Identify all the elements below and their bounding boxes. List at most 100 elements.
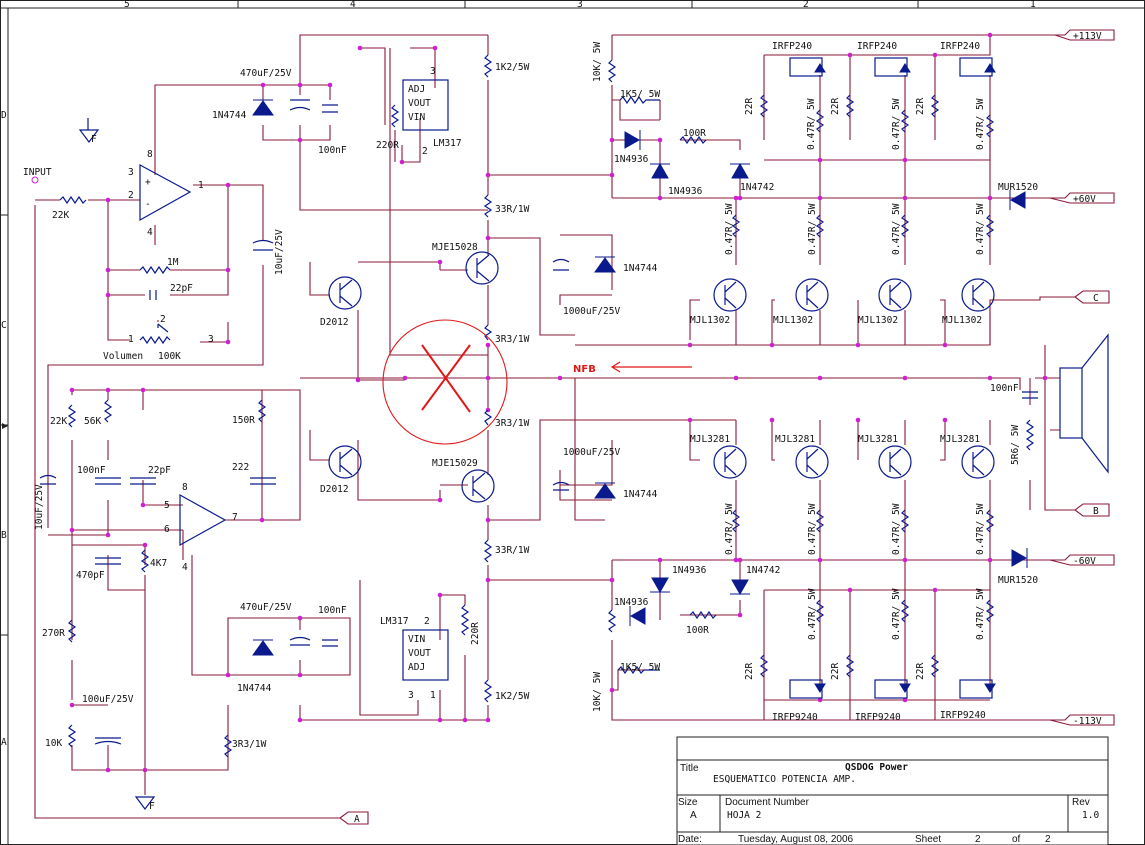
resistors-047-top bbox=[815, 109, 995, 138]
label-op1-pin4: 4 bbox=[147, 227, 153, 238]
label-r10k5-bot: 10K/ 5W bbox=[592, 672, 603, 712]
label-r22k-l: 22K bbox=[50, 416, 67, 427]
resistors-047-mid-top bbox=[731, 214, 995, 238]
label-op2-pin5: 5 bbox=[164, 500, 170, 511]
label-c470u-top: 470uF/25V bbox=[240, 68, 292, 79]
label-irfp240-3: IRFP240 bbox=[940, 41, 980, 52]
zener-1n4742-bot bbox=[730, 579, 750, 596]
size-label: Size bbox=[678, 797, 698, 808]
date-label: Date: bbox=[678, 834, 702, 845]
nfb-label: NFB bbox=[573, 364, 596, 375]
label-mur1520-top: MUR1520 bbox=[998, 182, 1038, 193]
zone-col-2: 2 bbox=[803, 0, 809, 10]
resistor-1k5-top bbox=[619, 95, 660, 105]
label-c22p-top: 22pF bbox=[170, 283, 193, 294]
label-mjl1302-4: MJL1302 bbox=[942, 315, 982, 326]
label-pin3: 3 bbox=[208, 334, 214, 345]
label-adj-bot: ADJ bbox=[408, 662, 425, 673]
resistor-10k5-top bbox=[607, 59, 617, 83]
label-vout-bot: VOUT bbox=[408, 648, 431, 659]
label-d1n4936-c: 1N4936 bbox=[672, 565, 707, 576]
label-op2-pin4: 4 bbox=[182, 562, 188, 573]
zone-col-1: 1 bbox=[1030, 0, 1036, 10]
resistor-220r-bot bbox=[460, 604, 470, 636]
label-d1n4744-bot: 1N4744 bbox=[237, 683, 272, 694]
resistor-1k2-top bbox=[483, 54, 493, 78]
net-input: INPUT bbox=[23, 167, 52, 178]
label-r100-bot: 100R bbox=[686, 625, 709, 636]
label-r33-top: 33R/1W bbox=[495, 204, 530, 215]
docnum-value: HOJA 2 bbox=[727, 810, 761, 821]
label-r047-b2: 0.47R/ 5W bbox=[807, 203, 818, 255]
zener-1n4744-bot bbox=[252, 639, 274, 656]
zone-col-5: 5 bbox=[124, 0, 130, 10]
junction-dots bbox=[69, 32, 1048, 773]
label-r100k: 100K bbox=[158, 351, 181, 362]
label-r3r3-l: 3R3/1W bbox=[232, 739, 267, 750]
label-c22p-b: 22pF bbox=[148, 465, 171, 476]
net-n60: -60V bbox=[1073, 556, 1096, 567]
label-pinb1: 1 bbox=[430, 690, 436, 701]
diode-1n4936-a bbox=[624, 130, 641, 150]
capacitors bbox=[39, 99, 1038, 745]
lm317-bot-box bbox=[402, 629, 449, 681]
diode-1n4936-b bbox=[650, 162, 670, 179]
label-r047-b4: 0.47R/ 5W bbox=[975, 203, 986, 255]
opamp-1-symbol bbox=[139, 163, 192, 222]
of-value: 2 bbox=[1045, 834, 1051, 845]
label-r10k: 10K bbox=[45, 738, 62, 749]
label-vout-top: VOUT bbox=[408, 98, 431, 109]
sheet-value: 2 bbox=[975, 834, 981, 845]
label-d1n4744-r1: 1N4744 bbox=[623, 263, 658, 274]
label-r22-t3: 22R bbox=[915, 98, 926, 115]
label-r047-a1: 0.47R/ 5W bbox=[806, 98, 817, 150]
label-r22-b3: 22R bbox=[915, 663, 926, 680]
lm317-top-box bbox=[402, 79, 449, 131]
label-r22-b1: 22R bbox=[744, 663, 755, 680]
label-mje15029: MJE15029 bbox=[432, 458, 478, 469]
label-irfp240-1: IRFP240 bbox=[772, 41, 812, 52]
label-pinb3: 3 bbox=[408, 690, 414, 701]
label-d2012-bot: D2012 bbox=[320, 484, 349, 495]
label-r22-t2: 22R bbox=[830, 98, 841, 115]
label-op1-pin8: 8 bbox=[147, 149, 153, 160]
net-f2: F bbox=[149, 801, 155, 812]
label-r047-d2: 0.47R/ 5W bbox=[891, 588, 902, 640]
resistor-10k bbox=[67, 724, 77, 748]
resistor-33r-bot bbox=[483, 539, 493, 563]
label-r22-t1: 22R bbox=[744, 98, 755, 115]
resistor-100r-top bbox=[679, 135, 707, 145]
label-mjl3281-4: MJL3281 bbox=[940, 434, 980, 445]
label-op2-pin7: 7 bbox=[232, 512, 238, 523]
diode-1n4936-c bbox=[650, 577, 670, 594]
rev-label: Rev bbox=[1072, 797, 1090, 808]
net-b: B bbox=[1093, 506, 1099, 517]
label-pinb2: 2 bbox=[424, 616, 430, 627]
potentiometer-100k bbox=[139, 323, 171, 345]
size-value: A bbox=[690, 810, 697, 821]
label-r150: 150R bbox=[232, 415, 255, 426]
resistor-22k bbox=[59, 195, 87, 205]
label-r220-top: 220R bbox=[376, 140, 399, 151]
resistor-3r3-low bbox=[223, 734, 233, 758]
diode-mur1520-top bbox=[1009, 190, 1026, 210]
opamp-2-symbol bbox=[179, 493, 227, 547]
label-pin1: 1 bbox=[128, 334, 134, 345]
label-pin2: 2 bbox=[160, 314, 166, 325]
label-r33-bot: 33R/1W bbox=[495, 545, 530, 556]
label-irfp9240-3: IRFP9240 bbox=[940, 710, 986, 721]
label-r047-a3: 0.47R/ 5W bbox=[975, 98, 986, 150]
speaker-cone bbox=[1081, 333, 1109, 474]
label-c222: 222 bbox=[232, 462, 249, 473]
label-d1n4936-d: 1N4936 bbox=[614, 597, 649, 608]
label-r047-c4: 0.47R/ 5W bbox=[975, 503, 986, 555]
label-d2012-top: D2012 bbox=[320, 317, 349, 328]
component-symbols: +- bbox=[31, 29, 1115, 825]
zone-col-4: 4 bbox=[350, 0, 356, 10]
net-flag-shapes bbox=[1049, 29, 1115, 726]
label-r1k2-bot: 1K2/5W bbox=[495, 691, 530, 702]
label-r220-bot: 220R bbox=[470, 622, 481, 645]
title-line2: ESQUEMATICO POTENCIA AMP. bbox=[713, 774, 856, 785]
resistor-100r-bot bbox=[689, 610, 717, 620]
zener-1n4744-r1 bbox=[594, 256, 616, 273]
